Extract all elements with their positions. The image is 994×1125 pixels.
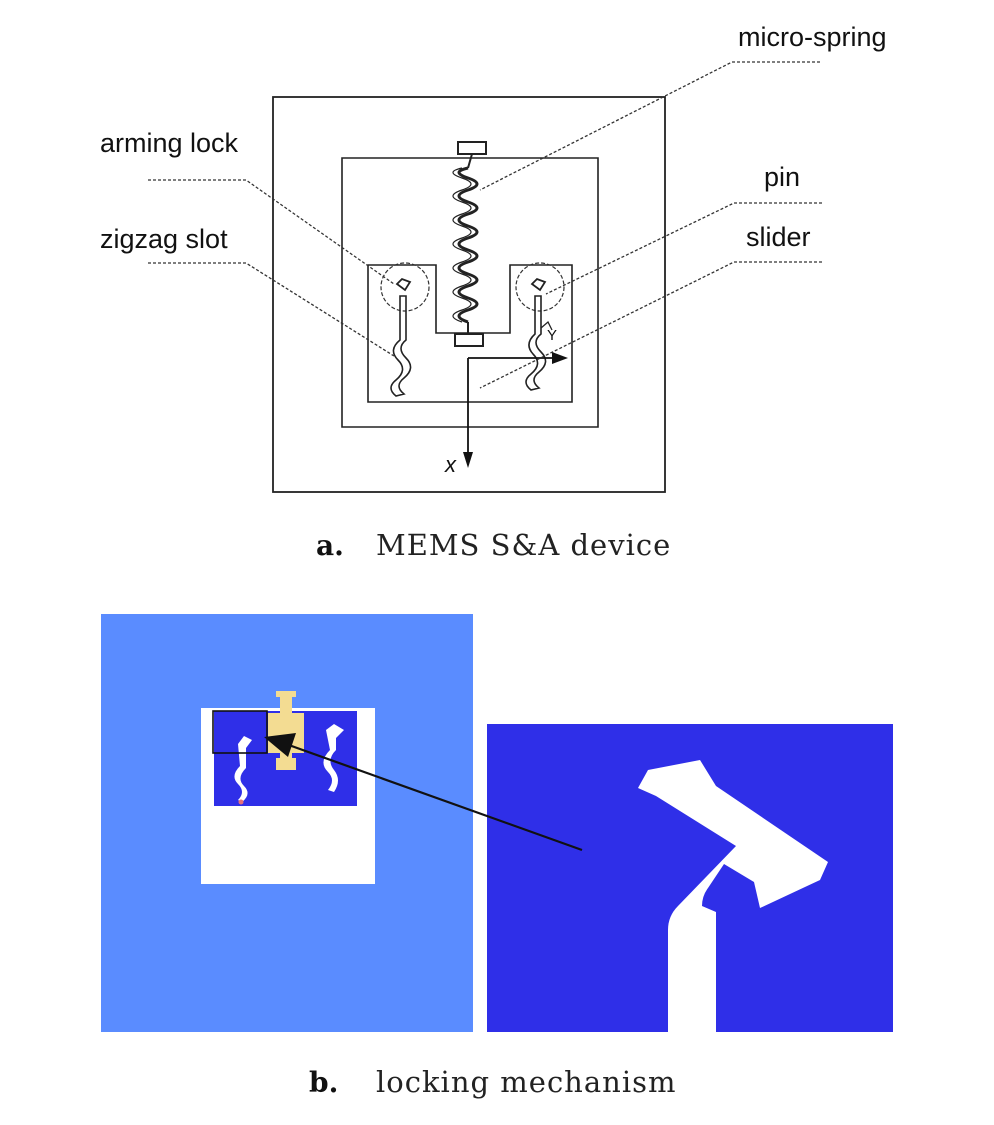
x-axis-label: x <box>444 452 457 477</box>
label-arming-lock: arming lock <box>100 128 239 158</box>
y-axis-label: Y <box>547 327 557 344</box>
leader-pin <box>545 202 822 295</box>
micro-spring-shape <box>452 141 487 347</box>
left-zigzag-slot <box>380 262 430 397</box>
inner-u-frame <box>341 157 599 428</box>
label-zigzag-slot: zigzag slot <box>100 224 228 254</box>
caption-a-text: MEMS S&A device <box>376 528 671 562</box>
label-slider: slider <box>746 222 811 252</box>
figure-b-left-panel <box>101 614 473 1032</box>
caption-b-text: locking mechanism <box>376 1065 677 1099</box>
leader-micro-spring <box>479 61 820 191</box>
leader-slider <box>479 261 822 389</box>
zoom-arrow <box>264 733 583 852</box>
label-pin: pin <box>764 162 800 192</box>
leader-arming-lock <box>148 179 395 285</box>
caption-b-letter: b. <box>309 1066 338 1099</box>
figure-a-diagram: x Y micro-spring arming lock zigzag slot… <box>100 22 887 493</box>
right-zigzag-slot <box>515 262 565 391</box>
outer-frame <box>272 96 666 493</box>
figure-b-right-panel <box>487 724 893 1032</box>
leader-zigzag-slot <box>148 262 395 357</box>
coordinate-axes: x Y <box>444 327 568 477</box>
label-micro-spring: micro-spring <box>738 22 887 52</box>
zoomed-zigzag-slot <box>638 760 828 1032</box>
caption-a-letter: a. <box>316 529 344 562</box>
